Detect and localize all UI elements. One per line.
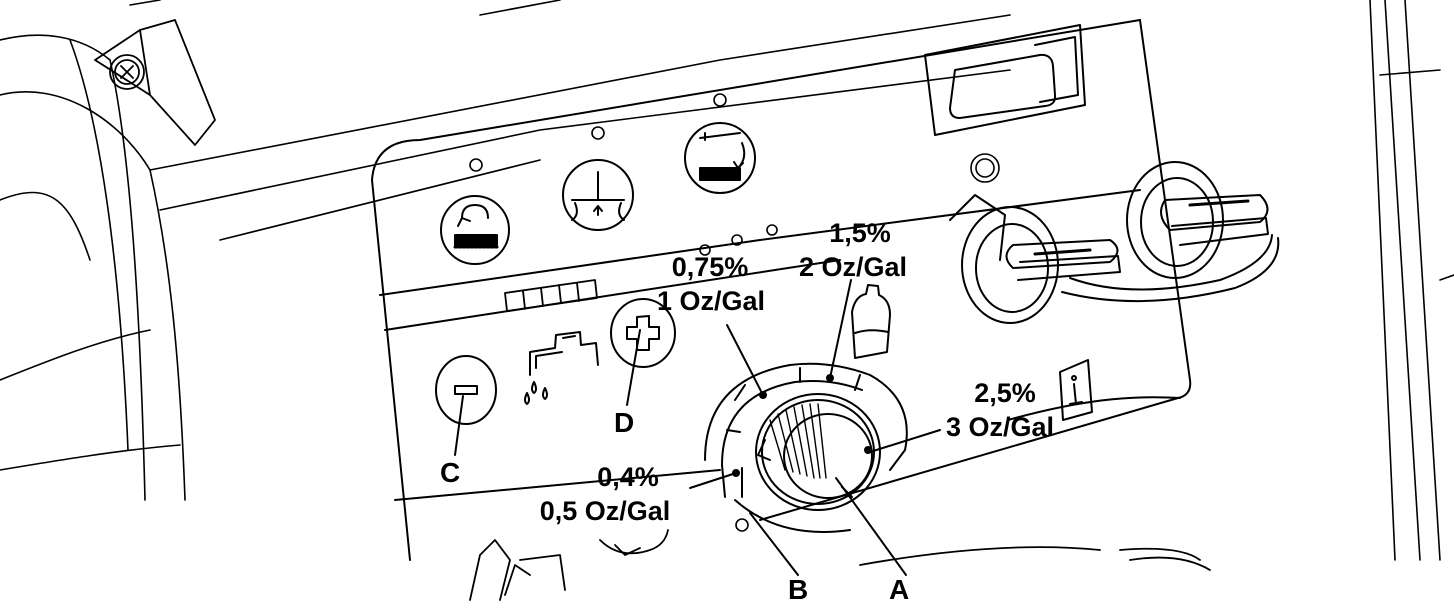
leader-d: [626, 329, 641, 406]
info-icon: [1059, 359, 1093, 421]
setting-1-5-ounces-label: 2 Oz/Gal: [778, 252, 928, 283]
leader-c: [454, 395, 464, 456]
leader-a: [835, 477, 907, 576]
detergent-level-bargraph: [504, 279, 598, 312]
squeegee-icon[interactable]: [562, 159, 634, 231]
setting-0-75-ounces: 1 Oz/Gal: [656, 286, 766, 316]
right-frame: [1369, 0, 1454, 561]
setting-1-5-label: 1,5%: [795, 218, 925, 249]
brush-head-icon[interactable]: [440, 195, 510, 265]
setting-0-4-ounces-label: 0,5 Oz/Gal: [520, 496, 690, 527]
indicator-lights: [469, 93, 1000, 532]
led-squeegee: [591, 126, 605, 140]
plus-button-icon[interactable]: [610, 298, 676, 368]
led-deck: [713, 93, 727, 107]
bracket: [94, 19, 216, 146]
setting-0-75-ounces-label: 1 Oz/Gal: [636, 286, 786, 317]
led-brush: [469, 158, 483, 172]
setting-2-5-label: 2,5%: [940, 378, 1070, 409]
setting-0-75-label: 0,75%: [645, 252, 775, 283]
minus-button-icon[interactable]: [435, 355, 497, 425]
display-window: [924, 24, 1086, 136]
lower-panel-details: [469, 529, 1211, 601]
machine-housing: [0, 0, 1011, 501]
leader-b: [749, 512, 799, 576]
brush-deck-icon[interactable]: [684, 122, 756, 194]
leader-0-4: [689, 472, 737, 489]
setting-0-75-percent: 0,75%: [671, 252, 749, 282]
setting-1-5-percent: 1,5%: [829, 218, 891, 248]
callout-d: D: [614, 407, 635, 438]
setting-2-5-ounces: 3 Oz/Gal: [945, 412, 1055, 442]
setting-0-4-percent: 0,4%: [597, 462, 659, 492]
led-key: [970, 153, 1000, 183]
setting-0-4-ounces: 0,5 Oz/Gal: [539, 496, 671, 526]
setting-2-5-ounces-label: 3 Oz/Gal: [925, 412, 1075, 443]
leader-1-5: [829, 279, 852, 379]
led-low: [735, 518, 749, 532]
leader-2-5: [869, 429, 941, 453]
dosing-knob-icon[interactable]: [704, 362, 908, 533]
callout-a: A: [889, 574, 910, 605]
water-tap-icon: [524, 331, 599, 405]
panel-face: [371, 19, 1192, 561]
setting-0-4-label: 0,4%: [563, 462, 693, 493]
callout-b: B: [788, 574, 809, 605]
leader-0-75: [726, 324, 764, 396]
detergent-bottle-icon: [851, 284, 891, 359]
callout-c: C: [440, 457, 461, 488]
setting-1-5-ounces: 2 Oz/Gal: [798, 252, 908, 282]
callout-lines: [454, 279, 941, 576]
setting-2-5-percent: 2,5%: [974, 378, 1036, 408]
key-switch-icon[interactable]: [949, 161, 1280, 324]
